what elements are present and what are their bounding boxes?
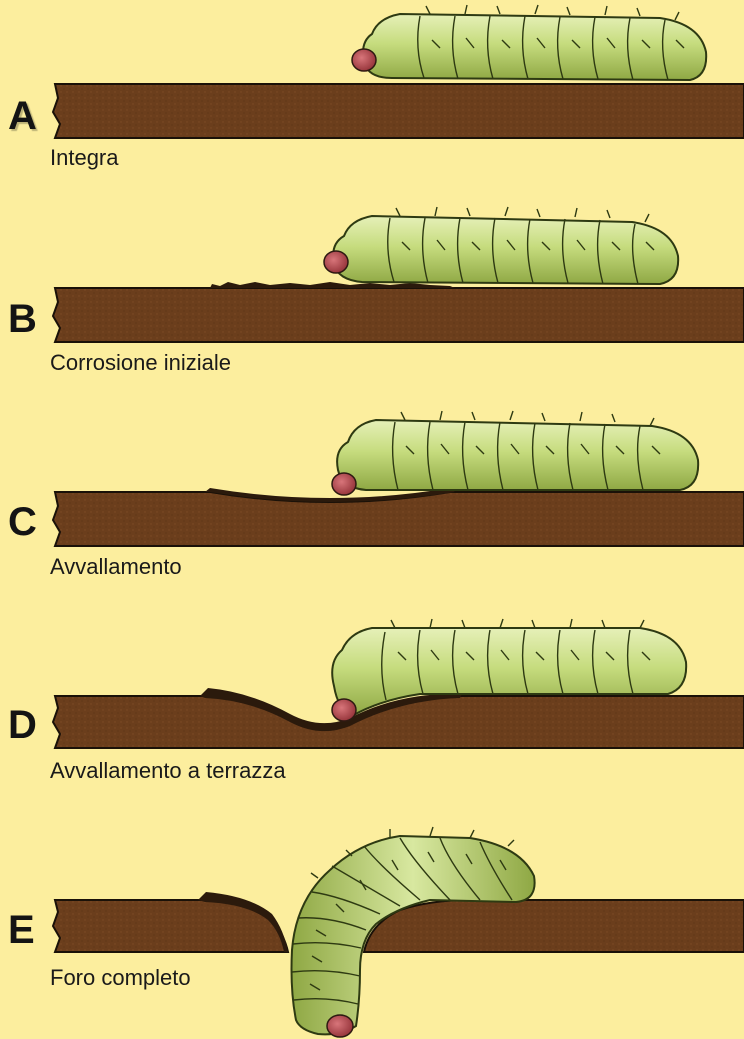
stage-caption-c: Avvallamento [50, 554, 182, 579]
stage-caption-e: Foro completo [50, 965, 191, 990]
larva-b [324, 207, 678, 284]
larva-head-d [332, 699, 356, 721]
stage-letter-b: B [8, 297, 37, 341]
stage-caption-b: Corrosione iniziale [50, 350, 231, 375]
stage-caption-a: Integra [50, 145, 119, 170]
wood-plank-e-right [364, 900, 744, 952]
wood-plank-a [53, 84, 744, 138]
stage-b: B Corrosione iniziale [8, 207, 744, 375]
wood-plank-c [53, 492, 744, 546]
stage-a: A Integra [8, 5, 744, 170]
stage-letter-e: E [8, 908, 35, 952]
larva-a [352, 5, 706, 80]
larva-c [332, 411, 698, 495]
wood-plank-b [53, 288, 744, 342]
larva-head-b [324, 251, 348, 273]
larva-head-a [352, 49, 376, 71]
larva-head-c [332, 473, 356, 495]
stage-letter-c: C [8, 500, 37, 544]
stage-letter-a: A [8, 94, 37, 138]
stage-letter-d: D [8, 703, 37, 747]
stage-d: D Avvallamento a terrazza [8, 619, 744, 783]
stage-c: C Avvallamento [8, 411, 744, 579]
stage-caption-d: Avvallamento a terrazza [50, 758, 286, 783]
stage-e: E Foro completo [8, 827, 744, 1037]
larva-head-e [327, 1015, 353, 1037]
